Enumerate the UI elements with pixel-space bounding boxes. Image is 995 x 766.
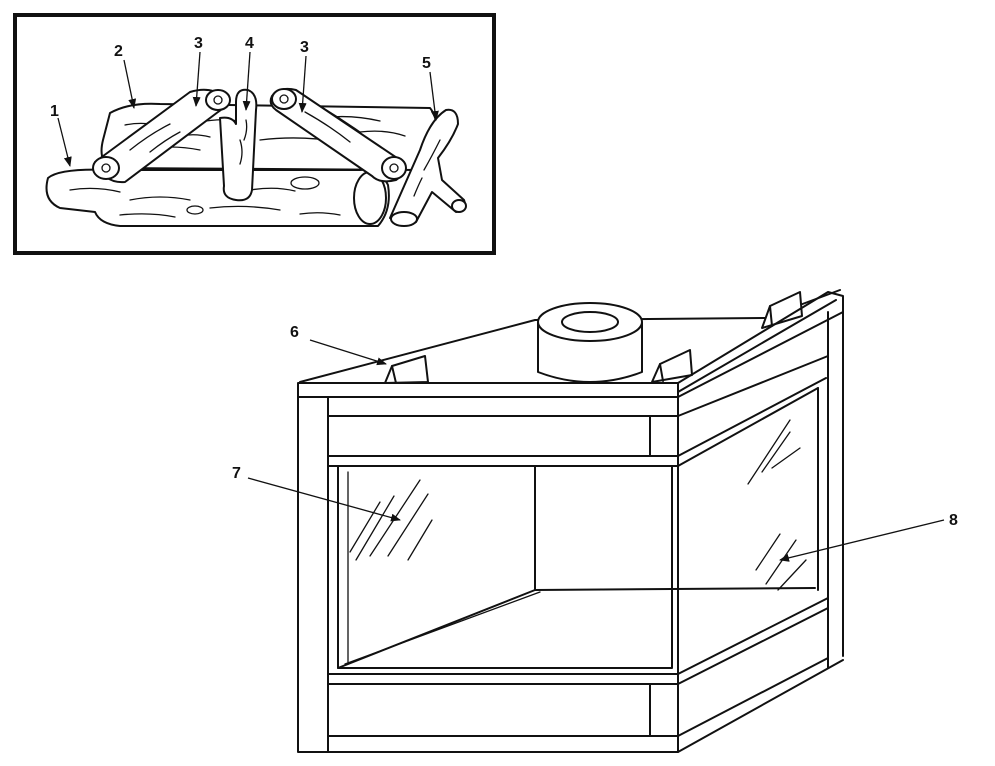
- log-4-center-upright: [219, 88, 258, 202]
- log-3-left-branch: [92, 88, 231, 184]
- callout-3b: 3: [300, 39, 309, 56]
- flue-collar: [537, 302, 643, 383]
- callout-1-leader: [57, 117, 72, 167]
- callout-6-leader: [309, 339, 387, 366]
- callout-3a-leader: [192, 51, 201, 107]
- callout-5-leader: [429, 71, 439, 121]
- standoff-tab-middle: [651, 349, 693, 383]
- standoff-tab-right: [761, 291, 803, 329]
- front-upper-panel: [327, 415, 679, 467]
- front-lower-panel: [327, 673, 679, 737]
- firebox-interior: [337, 465, 816, 669]
- corner-fireplace: 6 7 8: [232, 289, 958, 753]
- callout-4-leader: [242, 51, 251, 111]
- standoff-tab-left: [384, 355, 429, 384]
- callout-8-leader: [779, 519, 945, 562]
- callout-5: 5: [422, 55, 431, 72]
- front-glass-panel: [337, 465, 673, 669]
- callout-3b-leader: [298, 55, 307, 113]
- callout-7: 7: [232, 465, 241, 482]
- log-5-forked-log: [389, 108, 467, 227]
- callout-2-leader: [123, 59, 137, 109]
- log-1-base-log: [45, 168, 390, 227]
- front-frame: [297, 396, 679, 753]
- callout-7-leader: [247, 477, 401, 522]
- callout-2: 2: [114, 43, 123, 60]
- callout-3a: 3: [194, 35, 203, 52]
- log-set-inset: 1 2 3 4 3 5: [13, 13, 496, 255]
- side-frame: [677, 311, 844, 753]
- callout-6: 6: [290, 324, 299, 341]
- side-glass-panel: [747, 419, 807, 591]
- fireplace-top-outline: [299, 289, 841, 383]
- side-top-trim: [677, 291, 844, 398]
- callout-8: 8: [949, 512, 958, 529]
- callout-4: 4: [245, 35, 254, 52]
- callout-1: 1: [50, 103, 59, 120]
- front-top-trim: [297, 382, 679, 398]
